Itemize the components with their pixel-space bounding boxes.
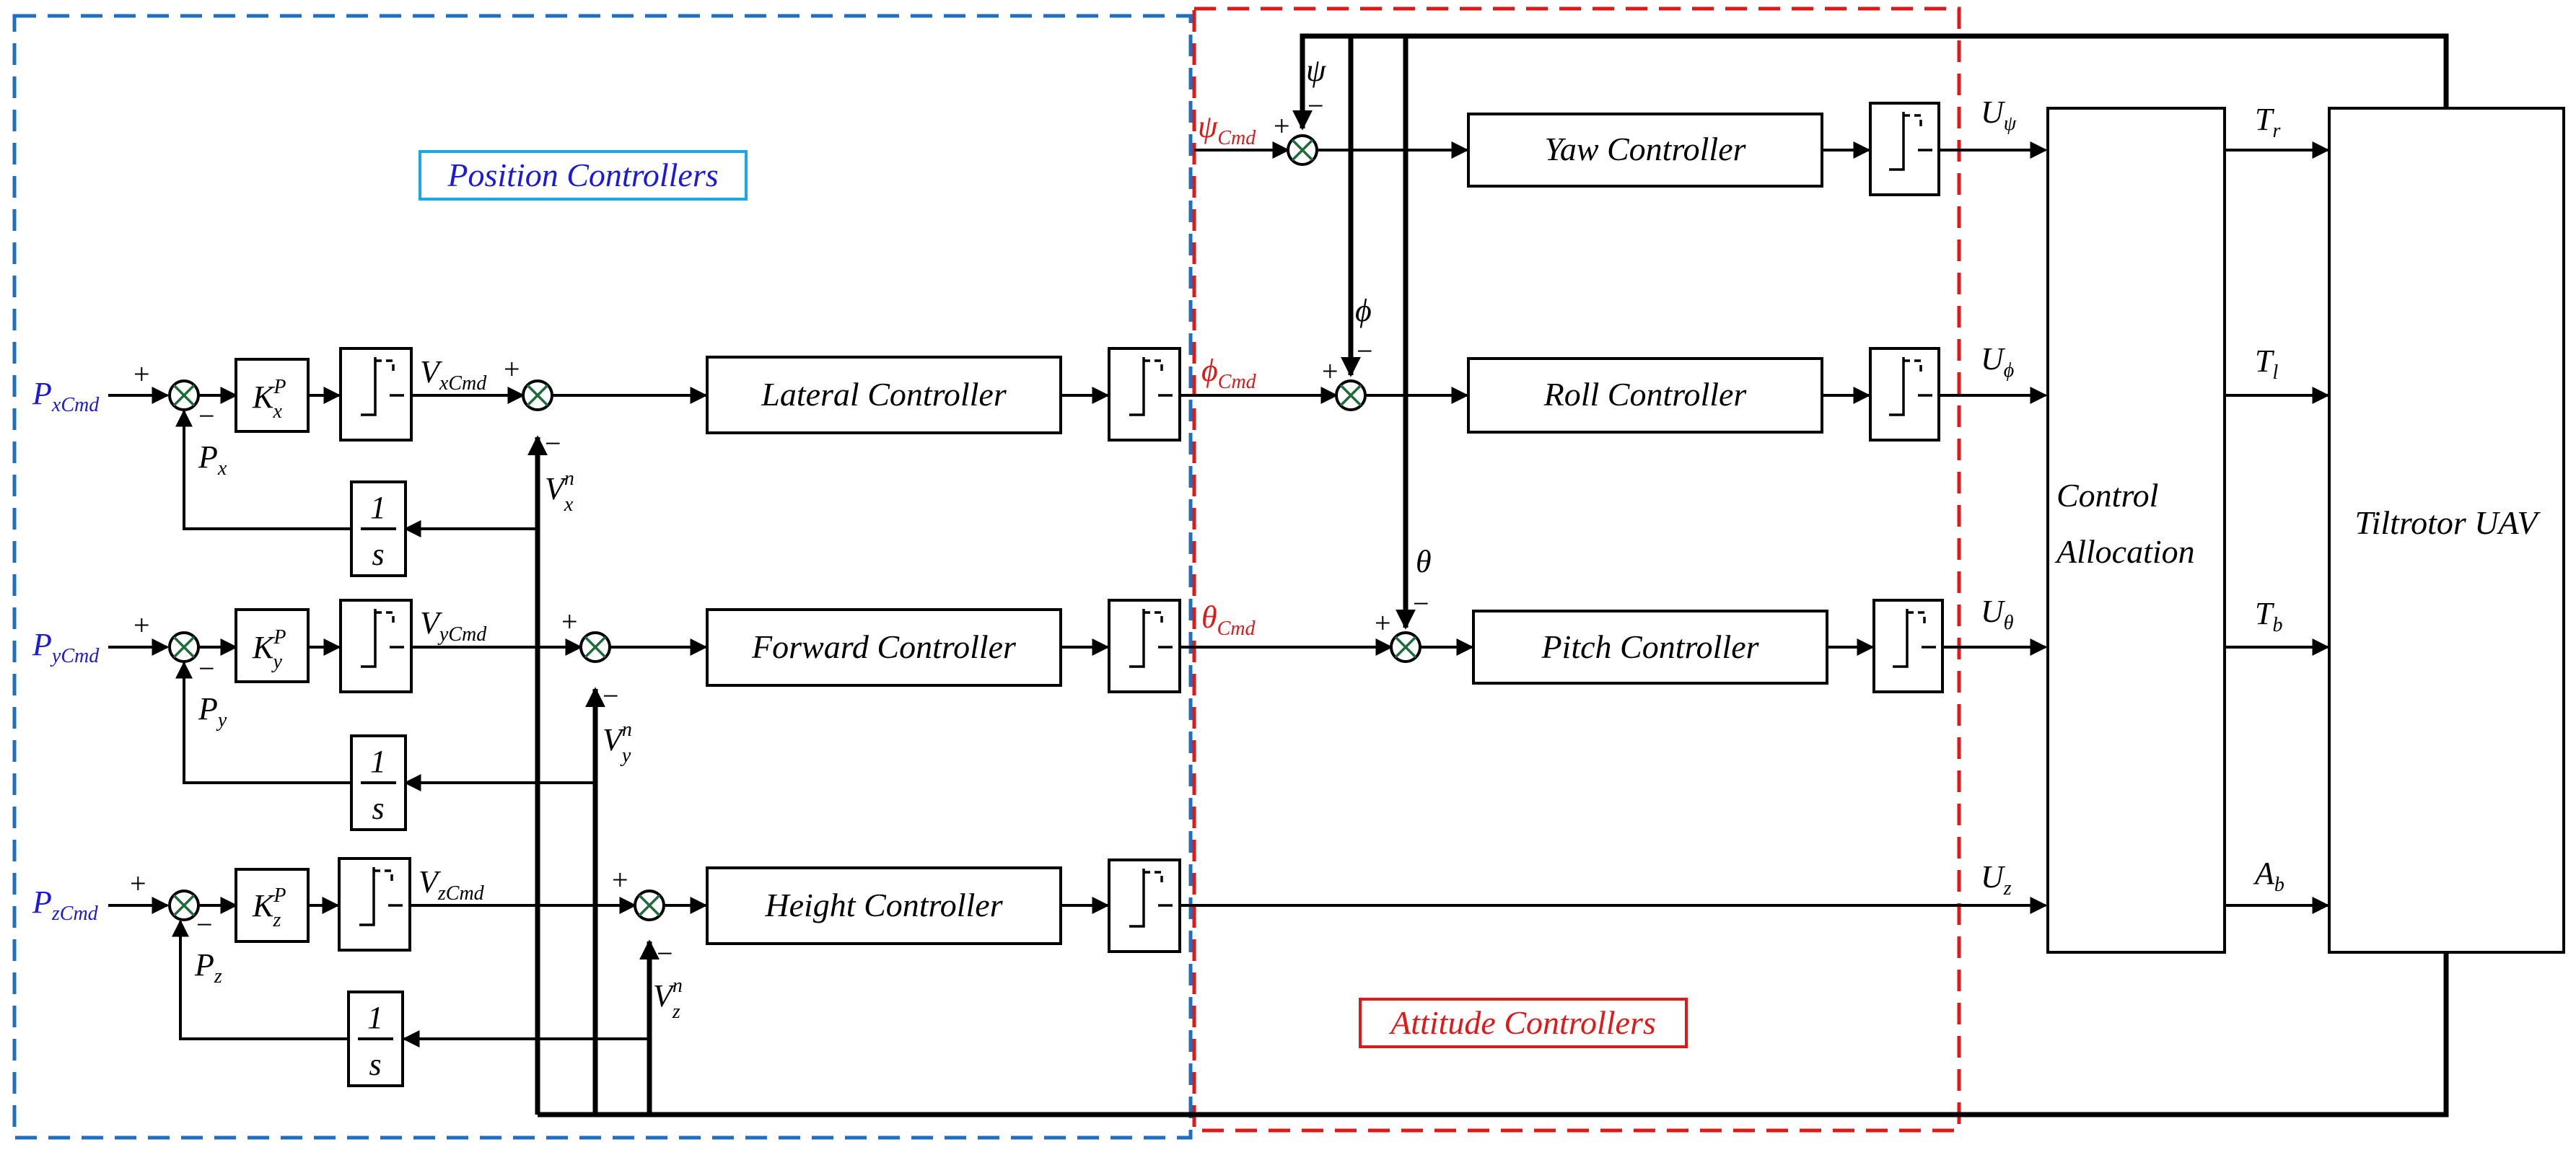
- tiltrotor-uav-block: [2328, 107, 2565, 954]
- phi-cmd-label: ϕCmd: [1201, 353, 1257, 393]
- svg-text:Forward Controller: Forward Controller: [751, 628, 1017, 665]
- tb-label: Tb: [2255, 596, 2282, 636]
- saturation-lateral-block: [1108, 347, 1181, 442]
- svg-text:−: −: [1307, 89, 1324, 122]
- lateral-controller-block: [706, 356, 1062, 434]
- pitch-controller-block: [1472, 610, 1828, 685]
- svg-text:+: +: [612, 864, 628, 896]
- position-controllers-frame: [12, 14, 1193, 1140]
- vxcmd-label: VxCmd: [420, 354, 487, 395]
- svg-text:−: −: [1413, 587, 1429, 620]
- svg-text:KPx: KPx: [252, 376, 286, 423]
- phi-feedback-label: ϕ: [1355, 293, 1372, 328]
- svg-text:+: +: [1375, 607, 1391, 639]
- svg-text:−: −: [196, 908, 213, 941]
- svg-text:+: +: [133, 609, 150, 641]
- svg-text:−: −: [545, 427, 561, 460]
- svg-text:+: +: [1322, 355, 1339, 387]
- saturation-vz-block: [338, 857, 411, 952]
- gain-kz-block: [235, 868, 310, 943]
- svg-text:1: 1: [370, 744, 386, 779]
- svg-text:Height Controller: Height Controller: [764, 887, 1003, 923]
- roll-controller-block: [1467, 357, 1823, 434]
- saturation-forward-block: [1108, 599, 1181, 693]
- ab-label: Ab: [2253, 856, 2284, 896]
- svg-text:1: 1: [367, 1000, 383, 1035]
- svg-text:KPy: KPy: [252, 626, 286, 673]
- allocation-outputs: Tr Tl Tb Ab: [2225, 102, 2330, 914]
- svg-text:s: s: [372, 791, 384, 826]
- vzcmd-label: VzCmd: [419, 864, 485, 905]
- svg-text:−: −: [1357, 335, 1373, 367]
- svg-text:+: +: [130, 867, 146, 900]
- roll-channel: ϕCmd + − ϕ Roll Controller Uϕ: [1180, 293, 2048, 442]
- control-allocation-block: [2046, 107, 2226, 954]
- uz-label: Uz: [1981, 859, 2012, 900]
- yaw-controller-block: [1467, 113, 1823, 188]
- svg-text:+: +: [504, 353, 520, 385]
- svg-text:KPz: KPz: [252, 884, 286, 931]
- svg-text:s: s: [369, 1047, 381, 1082]
- gain-kx-block: [235, 358, 310, 433]
- saturation-yaw-block: [1869, 102, 1940, 196]
- psi-feedback-label: ψ: [1306, 53, 1326, 88]
- py-feedback-label: Py: [198, 691, 227, 732]
- px-feedback-label: Px: [198, 439, 227, 480]
- pz-feedback-label: Pz: [194, 947, 222, 988]
- tl-label: Tl: [2255, 343, 2278, 384]
- pxcmd-label: PxCmd: [32, 376, 100, 416]
- svg-text:+: +: [1274, 110, 1290, 142]
- svg-text:Control: Control: [2056, 477, 2158, 514]
- svg-text:Pitch Controller: Pitch Controller: [1541, 628, 1759, 665]
- svg-text:Yaw Controller: Yaw Controller: [1544, 131, 1746, 167]
- feedback-bus: [527, 33, 2449, 1117]
- pycmd-label: PyCmd: [32, 627, 100, 667]
- utheta-label: Uθ: [1981, 594, 2014, 634]
- saturation-vy-block: [339, 599, 413, 693]
- svg-text:Allocation: Allocation: [2054, 533, 2195, 570]
- vycmd-label: VyCmd: [420, 605, 487, 646]
- saturation-height-block: [1108, 858, 1181, 953]
- tr-label: Tr: [2255, 102, 2280, 142]
- theta-feedback-label: θ: [1416, 544, 1432, 579]
- svg-text:+: +: [133, 358, 150, 390]
- svg-text:−: −: [657, 937, 673, 970]
- svg-text:Tiltrotor UAV: Tiltrotor UAV: [2355, 504, 2541, 541]
- pitch-channel: θCmd + − θ Pitch Controller Uθ: [1180, 544, 2048, 693]
- gain-ky-block: [235, 608, 310, 683]
- svg-text:s: s: [372, 537, 384, 572]
- saturation-vx-block: [339, 347, 413, 442]
- svg-text:Lateral Controller: Lateral Controller: [761, 376, 1007, 413]
- upsi-label: Uψ: [1981, 95, 2017, 135]
- attitude-controllers-frame: [1192, 6, 1961, 1133]
- svg-text:+: +: [561, 605, 578, 638]
- svg-text:Roll Controller: Roll Controller: [1543, 376, 1748, 413]
- svg-text:−: −: [198, 652, 215, 685]
- attitude-controllers-label-box: [1359, 998, 1688, 1048]
- svg-text:1: 1: [370, 490, 386, 525]
- position-controllers-label: Position Controllers: [447, 157, 718, 193]
- yaw-channel: ψCmd + − ψ Yaw Controller Uψ: [1194, 53, 2048, 196]
- svg-text:−: −: [603, 680, 619, 712]
- theta-cmd-label: θCmd: [1201, 600, 1256, 640]
- uphi-label: Uϕ: [1981, 341, 2014, 382]
- position-controllers-label-box: [419, 150, 748, 201]
- svg-text:−: −: [198, 400, 215, 432]
- saturation-pitch-block: [1872, 599, 1944, 693]
- attitude-controllers-label: Attitude Controllers: [1388, 1004, 1656, 1041]
- pzcmd-label: PzCmd: [32, 884, 99, 925]
- psi-cmd-label: ψCmd: [1198, 109, 1256, 149]
- saturation-roll-block: [1869, 347, 1940, 442]
